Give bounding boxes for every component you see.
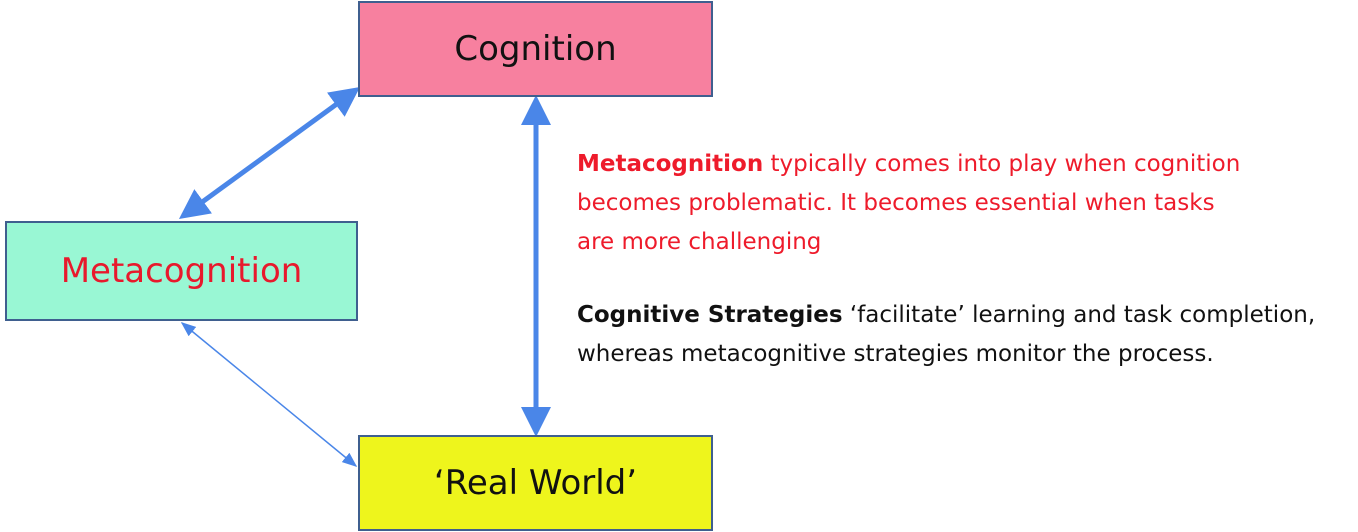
metacognition-note-line: typically comes into play when cognition xyxy=(763,151,1241,177)
metacognition-term: Metacognition xyxy=(577,151,764,177)
real-world-node: ‘Real World’ xyxy=(358,435,713,531)
arrow-metacognition-real-world xyxy=(180,322,358,467)
metacognition-node: Metacognition xyxy=(5,221,358,321)
metacognition-note-line: becomes problematic. It becomes essentia… xyxy=(577,190,1215,216)
cognition-node: Cognition xyxy=(358,1,713,97)
cognitive-strategies-note-line: ‘facilitate’ learning and task completio… xyxy=(842,302,1316,328)
metacognition-note-line: are more challenging xyxy=(577,229,822,255)
metacognition-note: Metacognition typically comes into play … xyxy=(577,145,1240,262)
real-world-label: ‘Real World’ xyxy=(433,463,638,503)
cognitive-strategies-term: Cognitive Strategies xyxy=(577,302,843,328)
cognitive-strategies-note-line: whereas metacognitive strategies monitor… xyxy=(577,341,1214,367)
cognitive-strategies-note: Cognitive Strategies ‘facilitate’ learni… xyxy=(577,296,1315,374)
arrow-cognition-metacognition xyxy=(178,87,361,219)
metacognition-label: Metacognition xyxy=(60,251,303,291)
cognition-label: Cognition xyxy=(454,29,617,69)
